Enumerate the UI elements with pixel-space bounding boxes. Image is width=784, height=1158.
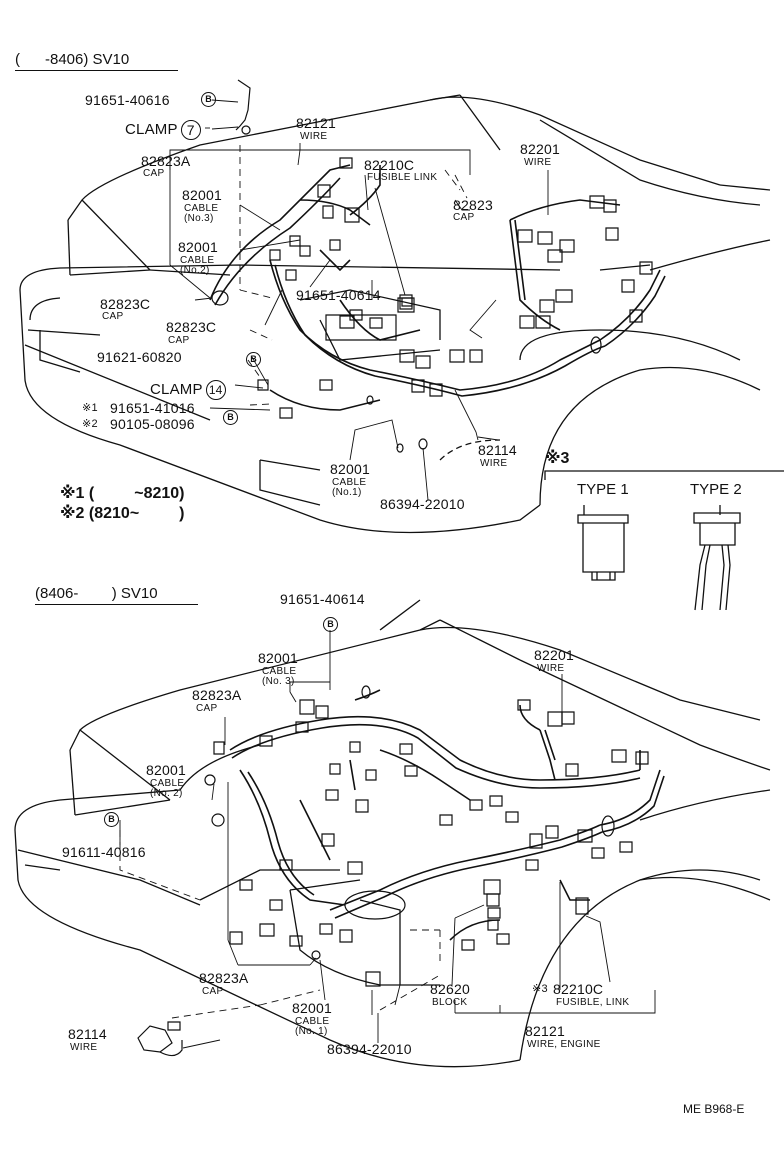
part-82823A-bottom-bot: 82823A [199,970,249,986]
part-86394-22010-bottom: 86394-22010 [327,1041,412,1057]
part-82823-desc: CAP [453,212,475,223]
bolt-marker-icon: B [201,92,216,107]
part-82001-no3-bottom-desc: CABLE [262,666,297,677]
top-connectors [212,80,652,452]
part-82001-no3: 82001 [182,187,222,203]
part-82823C-a: 82823C [100,296,151,312]
part-82001-no1-bottom: 82001 [292,1000,332,1016]
part-91651-40616: 91651-40616 [85,92,170,108]
bottom-vehicle-body [15,600,770,1067]
part-82001-no3-desc: CABLE [184,203,219,214]
part-91651-41016: 91651-41016 [110,400,195,416]
part-82114-top-desc: WIRE [480,458,508,469]
part-82823C-a-desc: CAP [102,311,124,322]
bolt-marker-icon: B [104,812,119,827]
clamp-text: CLAMP [125,120,178,138]
part-91611-40816: 91611-40816 [62,844,146,860]
part-91621-60820: 91621-60820 [97,349,182,365]
bolt-marker-icon: B [223,410,238,425]
part-82001-no1-bottom-desc: CABLE [295,1016,330,1027]
part-82001-no2-bottom-desc: CABLE [150,778,185,789]
part-82001-no2: 82001 [178,239,218,255]
part-82823A-bottom-bot-desc: CAP [202,986,224,997]
part-82210C-desc: FUSIBLE LINK [367,172,438,183]
type2-label: TYPE 2 [690,481,742,498]
part-82210C-bottom-mark: ※3 [532,983,548,995]
part-82121-desc: WIRE [300,131,328,142]
top-header-underline [15,70,178,71]
part-82121-bottom-desc: WIRE, ENGINE [527,1039,601,1050]
type1-label: TYPE 1 [577,481,629,498]
part-82210C: 82210C [364,157,415,173]
part-82114-top: 82114 [478,442,517,458]
clamp-7-circle: 7 [180,120,201,140]
part-82121: 82121 [296,115,336,131]
part-82001-no2-num: (No.2) [180,265,210,276]
type-box-mark: ※3 [545,450,570,467]
top-leader-lines [170,100,548,500]
part-91651-40614-bottom: 91651-40614 [280,591,365,607]
bottom-connectors [138,686,648,1056]
part-82201: 82201 [520,141,560,157]
dashed-hidden-lines [120,145,467,1018]
part-82114-bottom-desc: WIRE [70,1042,98,1053]
note1-marker: ※1 [82,402,98,414]
part-82001-no1-bottom-num: (No. 1) [295,1026,328,1037]
part-82001-no3-bottom-num: (No. 3) [262,676,295,687]
part-82001-no3-num: (No.3) [184,213,214,224]
part-82001-no3-bottom: 82001 [258,650,298,666]
note2-marker: ※2 [82,418,98,430]
part-82001-no2-bottom: 82001 [146,762,186,778]
footer-code: ME B968-E [683,1102,745,1116]
part-82001-no1-top: 82001 [330,461,370,477]
part-82121-bottom: 82121 [525,1023,565,1039]
part-90105-08096: 90105-08096 [110,416,195,432]
part-82823C-b-desc: CAP [168,335,190,346]
bottom-wire-harness [230,690,664,940]
part-82823A-bottom-top: 82823A [192,687,242,703]
bolt-marker-icon: B [246,352,261,367]
part-82823C-b: 82823C [166,319,217,335]
part-82201-desc: WIRE [524,157,552,168]
top-section-header: ( -8406) SV10 [15,51,130,68]
part-82823A: 82823A [141,153,191,169]
part-82823A-desc: CAP [143,168,165,179]
type-legend-box [545,471,784,610]
part-91651-40614-top: 91651-40614 [296,287,381,303]
part-82001-no2-bottom-num: (No. 2) [150,788,183,799]
bottom-header-underline [35,604,198,605]
part-82114-bottom: 82114 [68,1026,107,1042]
top-wire-harness [210,165,665,410]
legend-note2: ※2 (8210~ ) [60,505,185,522]
top-vehicle-body [20,95,770,533]
part-82210C-bottom: 82210C [553,981,604,997]
part-82823: 82823 [453,197,493,213]
part-82001-no1-top-num: (No.1) [332,487,362,498]
part-82210C-bottom-desc: FUSIBLE, LINK [556,997,630,1008]
legend-note1: ※1 ( ~8210) [60,485,185,502]
part-82823A-bottom-top-desc: CAP [196,703,218,714]
part-82001-no1-top-desc: CABLE [332,477,367,488]
clamp-text: CLAMP [150,380,203,398]
part-82001-no2-desc: CABLE [180,255,215,266]
bolt-marker-icon: B [323,617,338,632]
clamp-14-circle: 14 [205,380,226,400]
part-82201-bottom-desc: WIRE [537,663,565,674]
part-82201-bottom: 82201 [534,647,574,663]
part-82620: 82620 [430,981,470,997]
bottom-section-header: (8406- ) SV10 [35,585,158,602]
part-82620-desc: BLOCK [432,997,468,1008]
part-86394-22010-top: 86394-22010 [380,496,465,512]
